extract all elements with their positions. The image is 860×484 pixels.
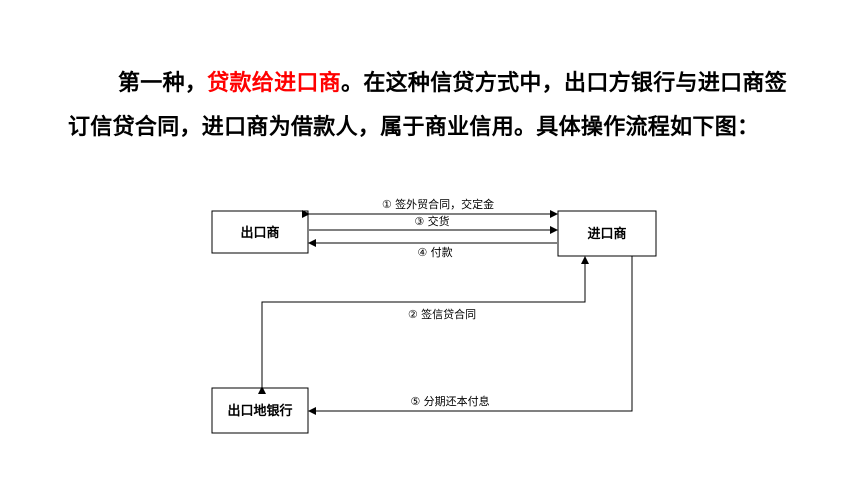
body-paragraph: 第一种，贷款给进口商。在这种信贷方式中，出口方银行与进口商签订信贷合同，进口商为… <box>68 62 808 150</box>
edge-5: ⑤ 分期还本付息 <box>308 256 633 415</box>
highlighted-term: 贷款给进口商 <box>207 71 342 96</box>
node-bank: 出口地银行 <box>211 387 309 434</box>
edge-3: ③ 交货 <box>309 214 558 234</box>
paragraph-text-rest: 。在这种信贷方式中，出口方银行与进口商签订信贷合同，进口商为借款人，属于商业信用… <box>68 71 788 140</box>
edge-1-label: ① 签外贸合同，交定金 <box>382 197 494 211</box>
edge-4: ④ 付款 <box>308 239 557 259</box>
node-bank-label: 出口地银行 <box>227 403 292 419</box>
edge-2-label: ② 签信贷合同 <box>408 307 476 321</box>
edge-3-label: ③ 交货 <box>414 214 449 228</box>
node-importer: 进口商 <box>557 210 657 257</box>
edge-4-label: ④ 付款 <box>417 245 452 259</box>
paragraph-text-start: 第一种， <box>118 71 208 96</box>
node-exporter: 出口商 <box>211 210 309 254</box>
edge-2: ② 签信贷合同 <box>258 256 589 394</box>
edge-1: ① 签外贸合同，交定金 <box>302 197 558 218</box>
node-exporter-label: 出口商 <box>240 225 279 241</box>
edge-5-label: ⑤ 分期还本付息 <box>410 394 489 408</box>
node-importer-label: 进口商 <box>587 226 626 242</box>
